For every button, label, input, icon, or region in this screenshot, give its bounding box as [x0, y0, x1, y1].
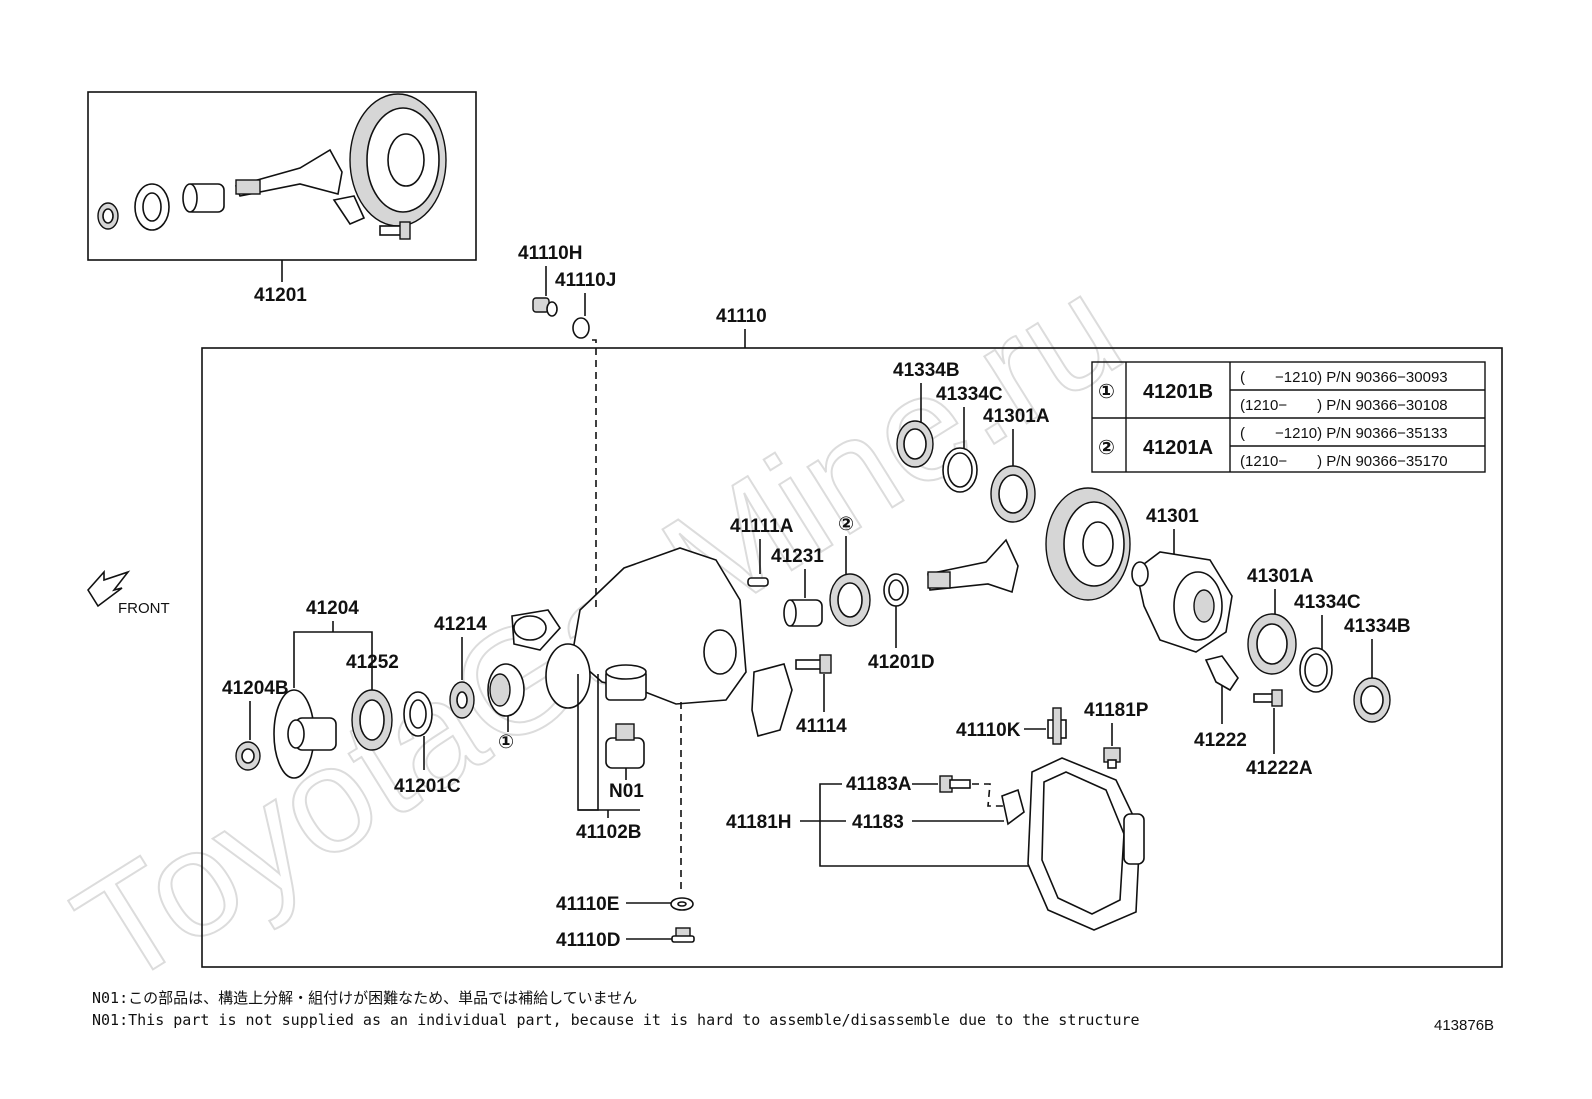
label-41110D: 41110D	[556, 930, 620, 951]
pinion-nut-icon	[97, 202, 119, 230]
pinion-bearing-icon	[829, 573, 871, 627]
bearing-cup-2-icon	[1353, 677, 1391, 723]
oil-seal-icon	[134, 183, 170, 231]
cap-bolt-icon	[795, 654, 832, 674]
label-41301A-bot: 41301A	[1247, 566, 1314, 587]
table-cell: (1210− ) P/N 90366−35170	[1240, 453, 1448, 470]
companion-nut-icon	[235, 741, 261, 771]
nut-lock-icon	[1204, 655, 1239, 692]
circle-mark-1: ①	[498, 732, 514, 753]
label-41183: 41183	[852, 812, 904, 833]
table-mark-2: ②	[1098, 437, 1115, 459]
label-41201: 41201	[254, 285, 307, 306]
label-41110H: 41110H	[518, 243, 582, 264]
inset-41201: 41201	[87, 91, 477, 306]
oil-slinger-icon	[449, 681, 475, 719]
drain-gasket-icon	[670, 897, 694, 911]
label-41201C: 41201C	[394, 776, 461, 797]
table-cell: ( −1210) P/N 90366−30093	[1240, 369, 1448, 386]
lock-plate-icon	[332, 195, 366, 225]
carrier-cap-icon	[605, 723, 645, 769]
bearing-cup-icon	[896, 420, 934, 468]
oil-seal-main-icon	[403, 691, 433, 737]
collapsible-spacer-icon	[783, 599, 823, 627]
drive-pinion-main-icon	[927, 538, 1019, 594]
front-bearing-icon	[487, 663, 525, 717]
label-41222A: 41222A	[1246, 758, 1313, 779]
label-41181H: 41181H	[726, 812, 792, 833]
label-N01: N01	[609, 781, 644, 802]
label-41110J: 41110J	[555, 270, 616, 291]
note-jp: N01:この部品は、構造上分解・組付けが困難なため、単品では補給していません	[92, 989, 637, 1007]
companion-flange-icon	[273, 689, 337, 779]
label-41334C-top: 41334C	[936, 384, 1003, 405]
fill-plug-icon	[1103, 747, 1121, 769]
table-mark-1: ①	[1098, 381, 1115, 403]
table-cell: ( −1210) P/N 90366−35133	[1240, 425, 1448, 442]
shim-2-icon	[1299, 647, 1333, 693]
label-41231: 41231	[771, 546, 824, 567]
bearing-spec-table: ① 41201B ( −1210) P/N 90366−30093 (1210−…	[1091, 361, 1486, 473]
label-41301: 41301	[1146, 506, 1199, 527]
ring-gear-main-icon	[1045, 487, 1131, 601]
label-41201D: 41201D	[868, 652, 935, 673]
pin-icon	[747, 577, 769, 587]
label-41252: 41252	[346, 652, 399, 673]
breather-plug-icon	[532, 297, 558, 317]
label-41334C-bot: 41334C	[1294, 592, 1361, 613]
label-41214: 41214	[434, 614, 487, 635]
label-41110E: 41110E	[556, 894, 619, 915]
bracket-icon	[1001, 788, 1025, 826]
main-assembly-frame	[201, 347, 1503, 968]
shim-icon	[942, 447, 978, 493]
label-41181P: 41181P	[1084, 700, 1149, 721]
spacer-icon	[182, 183, 225, 213]
dust-deflector-icon	[351, 689, 393, 751]
label-41110: 41110	[716, 306, 767, 327]
circle-mark-2: ②	[838, 514, 854, 535]
label-41102B: 41102B	[576, 822, 642, 843]
table-cell: (1210− ) P/N 90366−30108	[1240, 397, 1448, 414]
label-41301A-top: 41301A	[983, 406, 1050, 427]
drive-pinion-icon	[234, 148, 343, 197]
side-bearing-icon	[990, 465, 1036, 523]
label-41110K: 41110K	[956, 720, 1021, 741]
ring-gear-icon	[349, 93, 447, 227]
label-41111A: 41111A	[730, 516, 794, 537]
bolt-icon	[379, 221, 411, 240]
front-arrow-icon	[87, 569, 131, 608]
breather-leader	[592, 339, 597, 610]
label-41204: 41204	[306, 598, 359, 619]
diagram-code: 413876B	[1434, 1017, 1494, 1034]
label-41334B-top: 41334B	[893, 360, 960, 381]
table-part-41201B: 41201B	[1143, 381, 1213, 403]
side-bearing-2-icon	[1247, 613, 1297, 675]
gasket-icon	[572, 317, 590, 339]
label-41204B: 41204B	[222, 678, 289, 699]
table-part-41201A: 41201A	[1143, 437, 1213, 459]
label-41114: 41114	[796, 716, 847, 737]
differential-case-icon	[1131, 551, 1233, 653]
rear-cover-icon	[1027, 757, 1145, 931]
label-41334B-bot: 41334B	[1344, 616, 1411, 637]
carrier-housing-icon	[511, 547, 747, 709]
drain-plug-icon	[671, 927, 695, 943]
front-label: FRONT	[118, 600, 170, 617]
note-en: N01:This part is not supplied as an indi…	[92, 1011, 1140, 1029]
cover-bolt-icon	[939, 775, 971, 793]
lock-bolt-icon	[1253, 689, 1283, 707]
label-41222: 41222	[1194, 730, 1247, 751]
bearing-cap-icon	[751, 663, 793, 737]
label-41183A: 41183A	[846, 774, 912, 795]
pinion-washer-icon	[883, 573, 909, 607]
breather-nipple-icon	[1047, 707, 1067, 745]
